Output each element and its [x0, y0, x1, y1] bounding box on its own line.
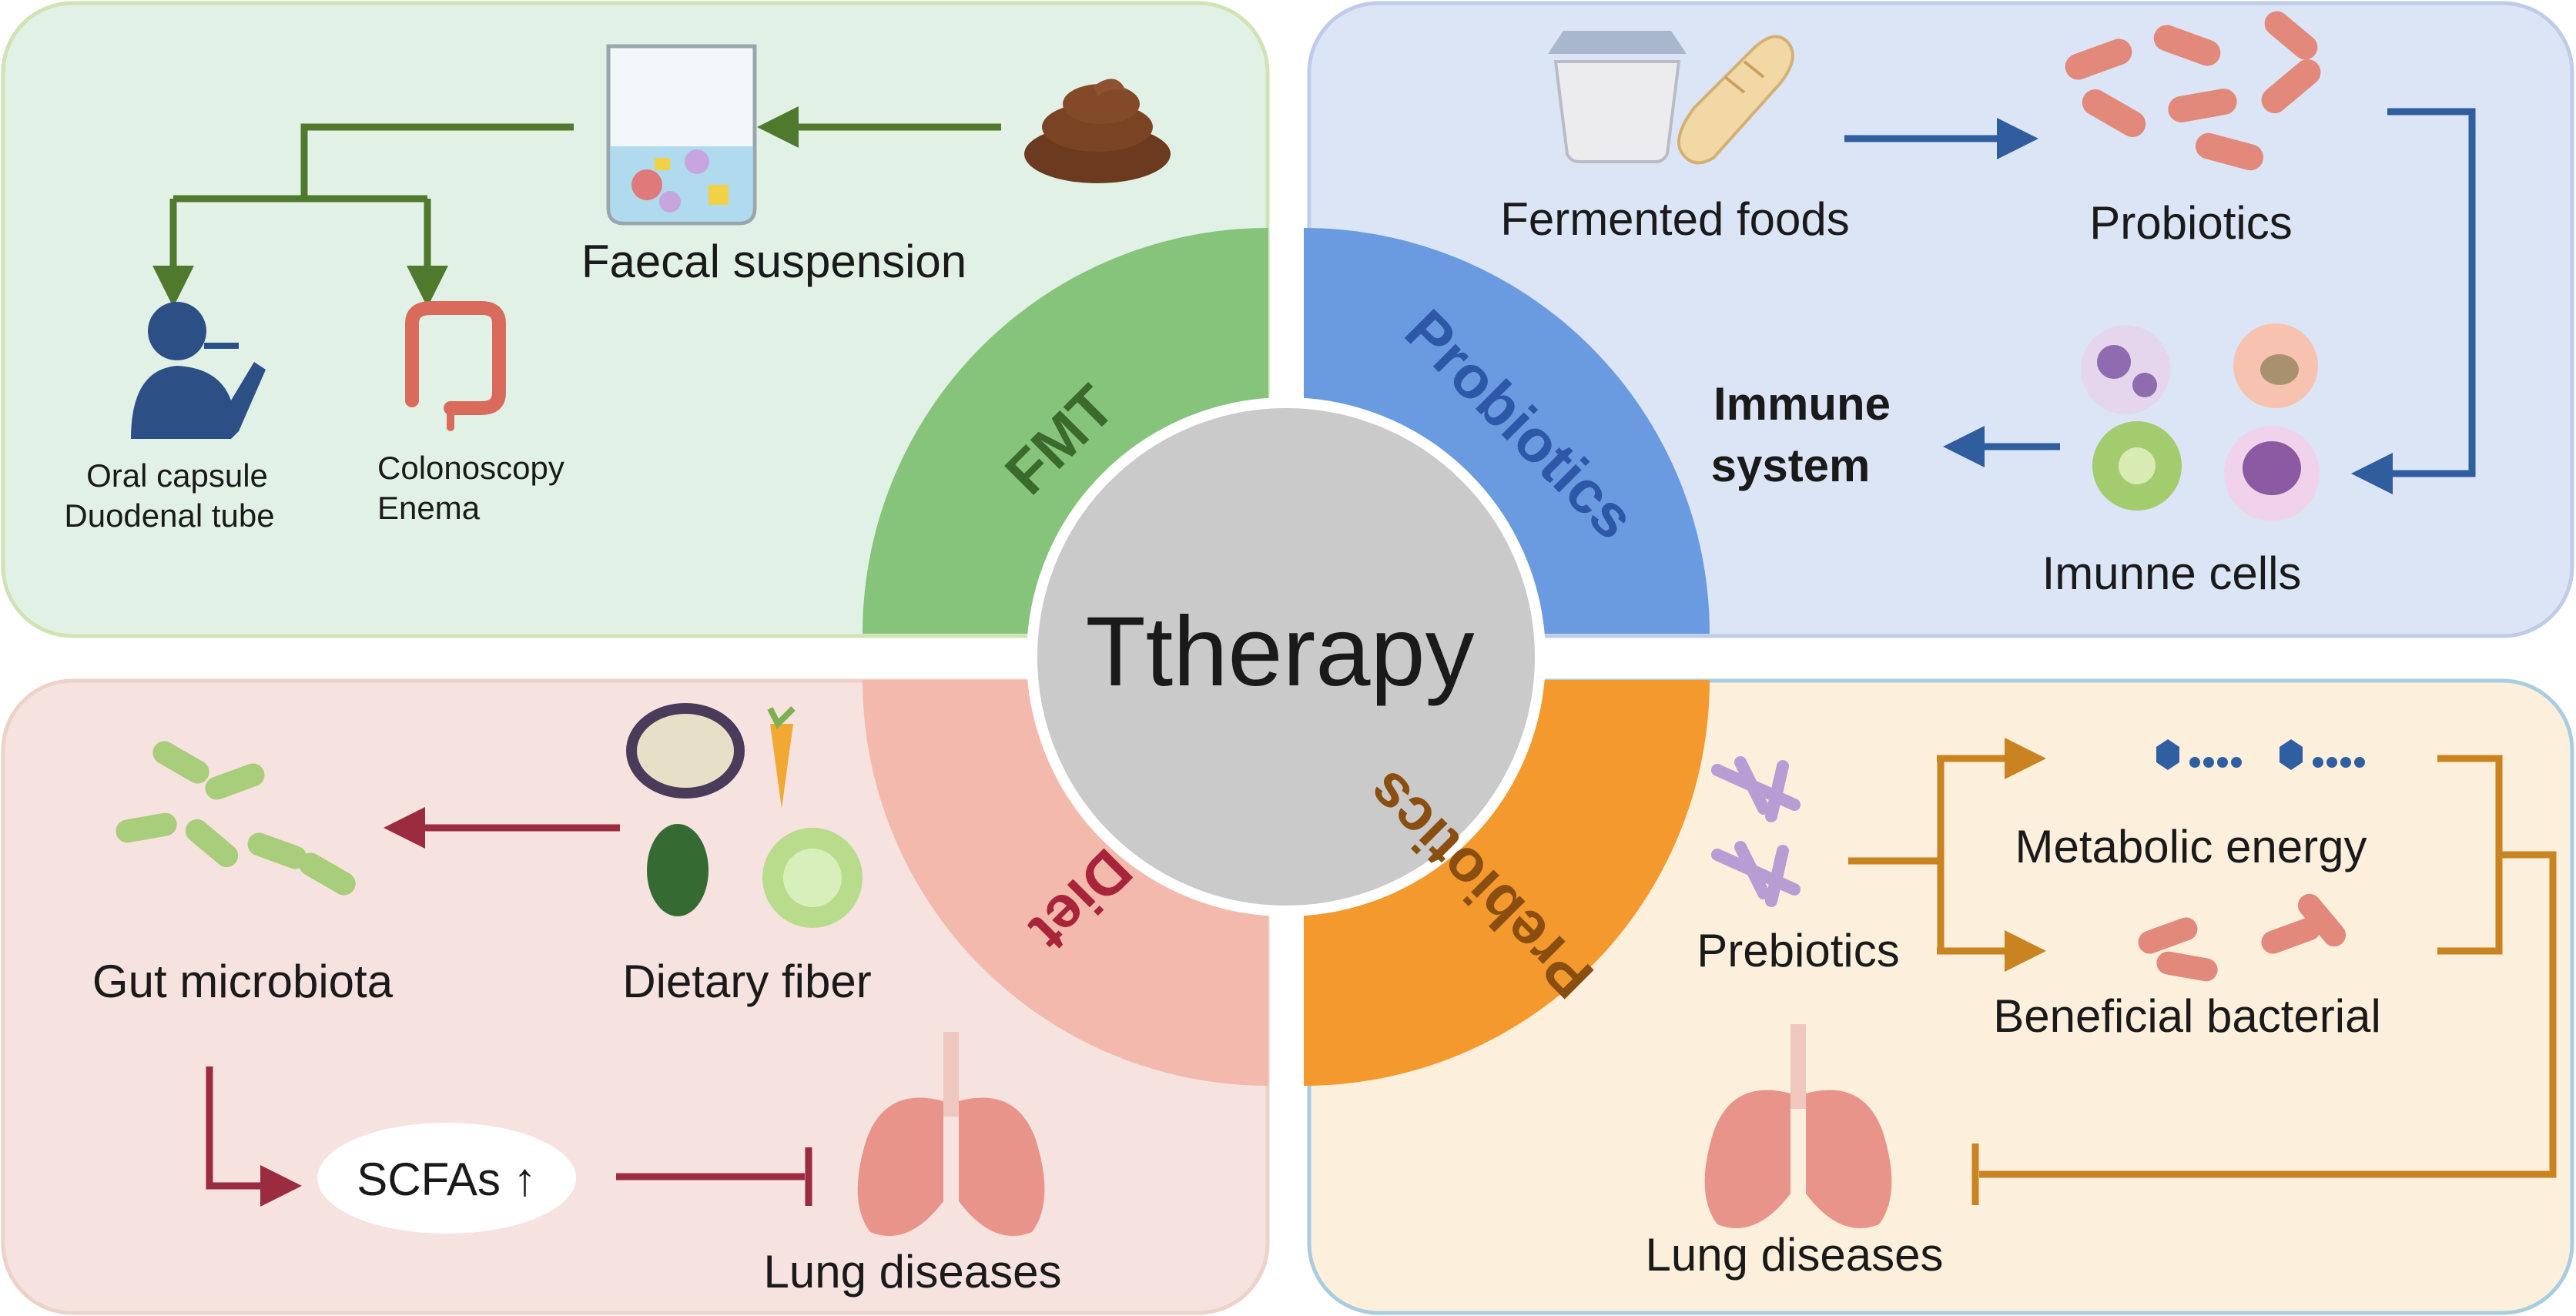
- probiotics-bracket-arrow: [2351, 108, 2476, 494]
- prebiotics-lung-diseases-label: Lung diseases: [1646, 1229, 1944, 1281]
- gut-microbiota-icon: [116, 741, 356, 896]
- dietary-fiber-label: Dietary fiber: [622, 956, 871, 1007]
- prebiotics-right-bracket: [1971, 755, 2557, 1205]
- prebiotics-branch-lines: [1848, 758, 1945, 951]
- prebiotics-label: Prebiotics: [1697, 925, 1899, 976]
- scfas-label: SCFAs ↑: [357, 1154, 536, 1205]
- center-title: Ttherapy: [1085, 597, 1474, 707]
- bread-icon: [1677, 35, 1794, 165]
- diet-arrow-microbiota-to-scfas: [206, 1067, 302, 1207]
- gut-microbiota-label: Gut microbiota: [92, 956, 394, 1007]
- metabolic-energy-molecules-icon: [2156, 739, 2365, 770]
- stool-icon: [1024, 79, 1171, 183]
- dietary-fiber-icon: [626, 703, 863, 928]
- immune-cells-icon: [2081, 323, 2320, 521]
- enema-label: Enema: [377, 490, 481, 526]
- fermented-foods-label: Fermented foods: [1500, 193, 1850, 245]
- immune-cells-label: Imunne cells: [2042, 547, 2302, 599]
- immune-system-label-line2: system: [1711, 440, 1871, 491]
- duodenal-tube-label: Duodenal tube: [64, 497, 274, 534]
- probiotic-bacteria-icon: [2065, 11, 2321, 171]
- oral-capsule-label: Oral capsule: [86, 457, 268, 494]
- immune-system-label-line1: Immune: [1713, 378, 1891, 430]
- prebiotic-molecules-icon: [1711, 756, 1801, 907]
- yogurt-icon: [1548, 31, 1687, 163]
- center-circle: [1027, 397, 1546, 916]
- diet-inhibition-line: [616, 1147, 812, 1206]
- diet-lung-diseases-label: Lung diseases: [764, 1246, 1062, 1298]
- metabolic-energy-label: Metabolic energy: [2015, 821, 2367, 872]
- beneficial-bacterial-label: Beneficial bacterial: [1993, 990, 2381, 1042]
- person-drinking-icon: [131, 302, 266, 439]
- probiotics-label: Probiotics: [2089, 197, 2292, 249]
- colon-icon: [405, 301, 506, 431]
- lungs-icon-prebiotics: [1704, 1024, 1892, 1228]
- beaker-icon: [606, 44, 757, 226]
- fmt-branch-arrows: [169, 123, 574, 285]
- beneficial-bacteria-icon: [2138, 893, 2347, 982]
- faecal-suspension-label: Faecal suspension: [581, 236, 966, 287]
- lungs-icon-diet: [857, 1032, 1045, 1236]
- scfas-bubble: [317, 1123, 576, 1234]
- colonoscopy-label: Colonoscopy: [377, 450, 564, 486]
